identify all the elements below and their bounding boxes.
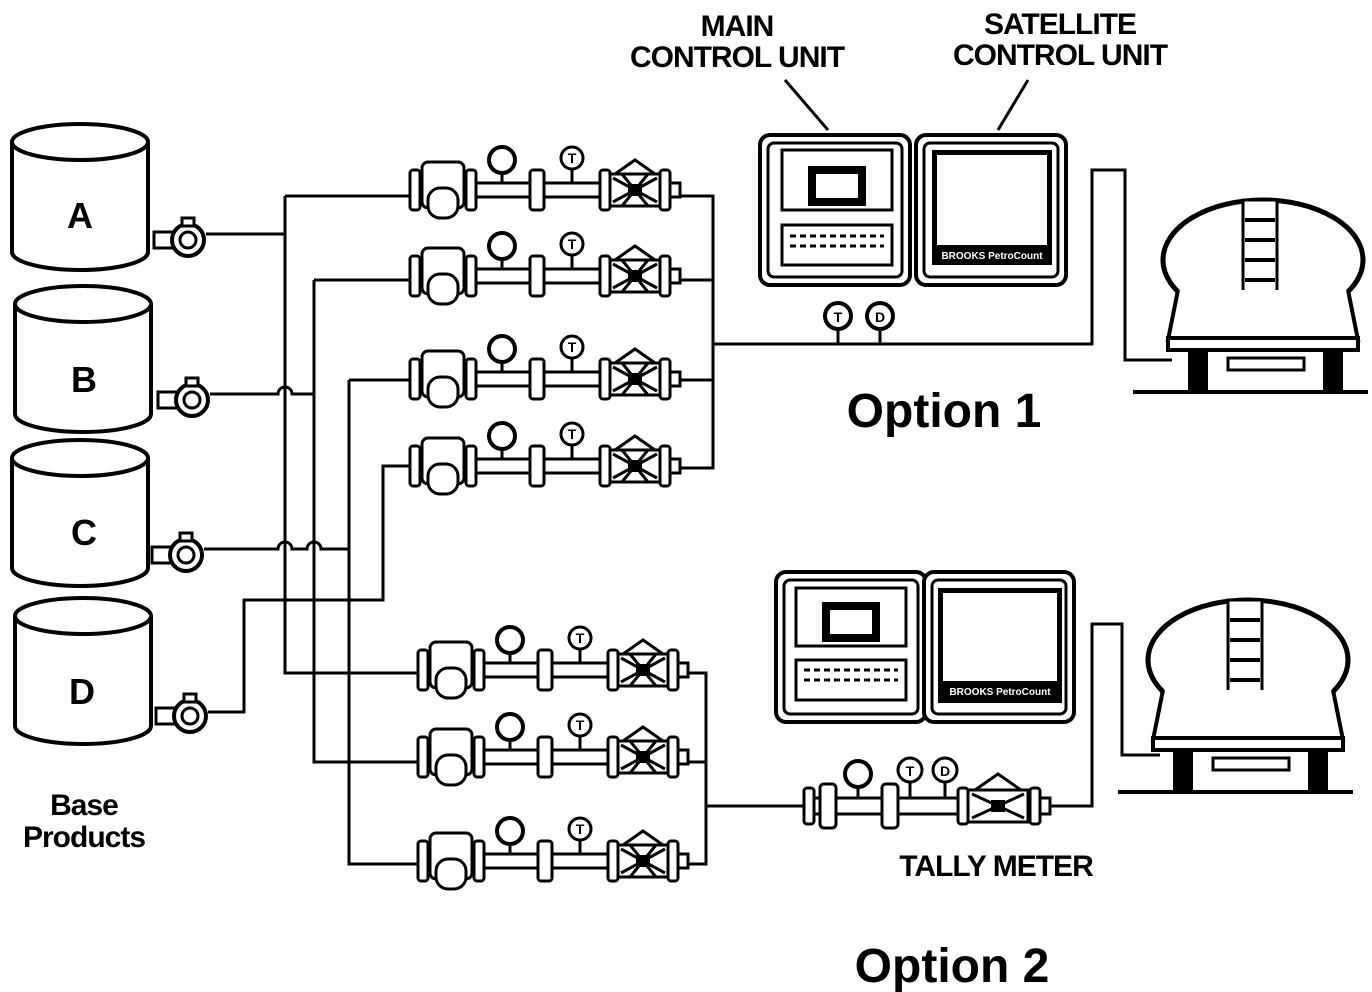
brand-label-1: BROOKS PetroCount [941, 251, 1043, 262]
meter-run-2 [408, 231, 682, 306]
svg-text:T: T [906, 763, 915, 779]
tally-meter: T D [802, 756, 1052, 830]
meter-run-5 [416, 625, 690, 700]
svg-text:D: D [940, 763, 950, 779]
main-control-unit [758, 133, 912, 287]
option2-label: Option 2 [855, 940, 1050, 992]
main-control-unit-2 [774, 570, 928, 724]
main-unit-label-line2: CONTROL UNIT [630, 41, 845, 74]
satellite-unit-label-line1: SATELLITE [984, 8, 1136, 41]
option1-label: Option 1 [847, 385, 1042, 438]
tank-a: A [10, 122, 150, 272]
meter-run-4 [408, 421, 682, 496]
tank-d-label: D [69, 671, 95, 712]
meter-run-7 [416, 816, 690, 891]
tank-a-label: A [67, 195, 93, 236]
meter-run-3 [408, 334, 682, 409]
tanker-truck-2 [1118, 600, 1353, 792]
pump-d-icon [154, 692, 208, 734]
meter-run-6 [416, 712, 690, 787]
temp-gauge-label: T [834, 309, 843, 325]
tank-b: B [13, 284, 153, 434]
tank-c-label: C [71, 512, 97, 553]
density-gauge-label: D [875, 309, 885, 325]
tank-b-label: B [71, 359, 97, 400]
main-unit-label-line1: MAIN [701, 10, 774, 43]
base-products-line1: Base [50, 789, 118, 822]
brand-label-2: BROOKS PetroCount [949, 687, 1051, 698]
tank-d: D [13, 596, 153, 746]
tally-meter-label: TALLY METER [899, 850, 1094, 883]
main-unit-leader [783, 79, 830, 131]
satellite-control-unit-2: BROOKS PetroCount [922, 570, 1076, 724]
pump-a-icon [152, 216, 206, 258]
tank-c: C [10, 438, 150, 588]
meter-run-1 [408, 145, 682, 220]
option1-gauges: T D [823, 301, 895, 344]
pump-b-icon [156, 376, 210, 418]
satellite-control-unit: BROOKS PetroCount [914, 133, 1068, 287]
satellite-unit-leader [996, 79, 1030, 131]
pump-c-icon [150, 531, 204, 573]
base-products-line2: Products [23, 821, 145, 854]
satellite-unit-label-line2: CONTROL UNIT [953, 39, 1168, 72]
tanker-truck-1 [1133, 200, 1368, 392]
